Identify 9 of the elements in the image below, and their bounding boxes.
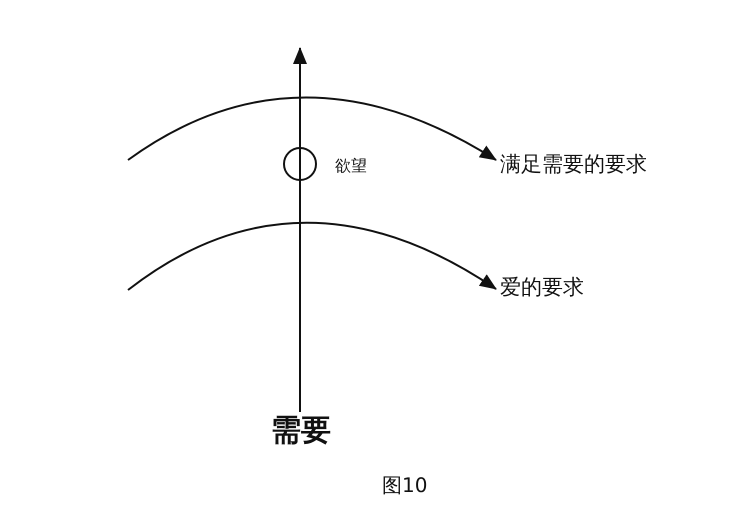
marker-label: 欲望 [335, 157, 367, 175]
curved-arrow [127, 222, 497, 291]
axis-label: 需要 [271, 414, 331, 447]
curved-arrow [127, 96, 497, 161]
figure-caption: 图10 [382, 474, 428, 496]
curve-label: 爱的要求 [500, 276, 584, 300]
arrow [293, 47, 307, 412]
circle-marker [283, 147, 317, 181]
curve-label: 满足需要的要求 [500, 153, 647, 176]
